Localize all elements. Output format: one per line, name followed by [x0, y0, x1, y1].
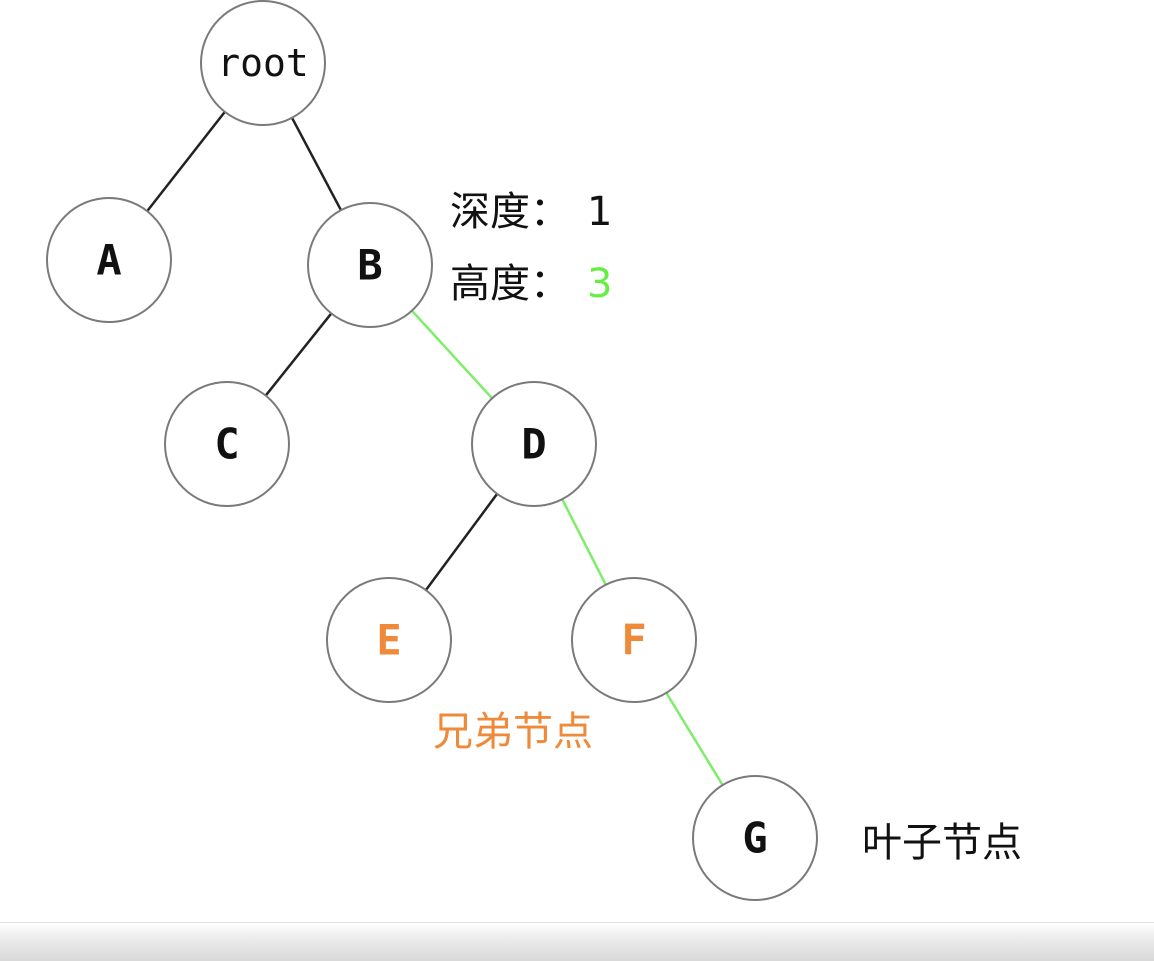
node-root: root — [200, 0, 326, 126]
node-label-G: G — [742, 814, 767, 863]
node-circle-D — [471, 381, 597, 507]
node-label-B: B — [357, 241, 382, 290]
node-G: G — [692, 775, 818, 901]
depth-value: 1 — [587, 189, 612, 235]
node-label-E: E — [376, 616, 401, 665]
node-A: A — [46, 197, 172, 323]
sibling-nodes-label: 兄弟节点 — [433, 709, 593, 755]
window-bottom-bar — [0, 922, 1154, 961]
height-value: 3 — [587, 261, 612, 307]
node-B: B — [307, 202, 433, 328]
edge-D-E — [424, 493, 499, 591]
node-circle-C — [164, 381, 290, 507]
node-C: C — [164, 381, 290, 507]
edge-root-A — [146, 111, 226, 212]
node-label-D: D — [521, 420, 546, 469]
node-label-root: root — [217, 41, 309, 85]
leaf-node-label: 叶子节点 — [862, 820, 1022, 866]
edge-B-C — [264, 312, 333, 397]
node-D: D — [471, 381, 597, 507]
edge-D-F — [561, 498, 607, 586]
node-E: E — [326, 577, 452, 703]
node-circle-F — [571, 577, 697, 703]
tree-edges — [146, 111, 724, 786]
node-circle-G — [692, 775, 818, 901]
node-circle-B — [307, 202, 433, 328]
node-label-F: F — [621, 616, 646, 665]
node-circle-E — [326, 577, 452, 703]
node-circle-A — [46, 197, 172, 323]
node-label-A: A — [96, 236, 121, 285]
edge-root-B — [290, 117, 343, 211]
edge-B-D — [410, 309, 494, 400]
node-F: F — [571, 577, 697, 703]
node-circle-root — [200, 0, 326, 126]
height-label: 高度： — [450, 261, 570, 307]
node-label-C: C — [214, 420, 239, 469]
depth-label: 深度： — [450, 189, 570, 235]
edge-F-G — [665, 692, 724, 786]
